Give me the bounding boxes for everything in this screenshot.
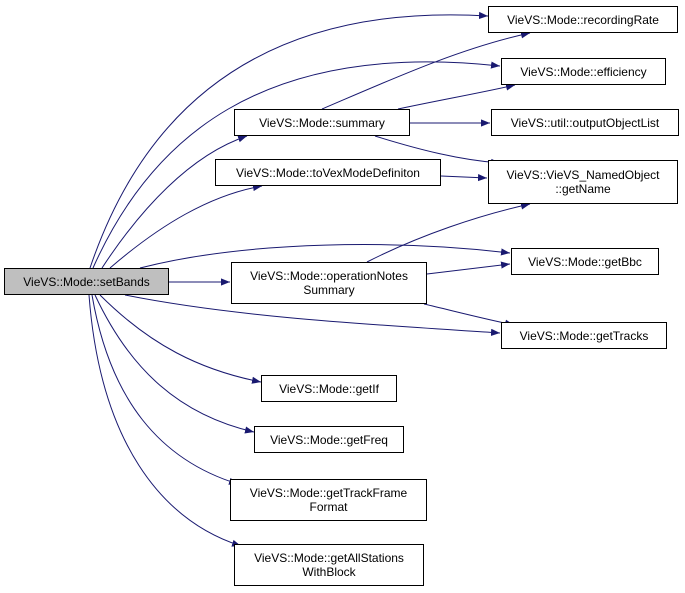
edge-setbands-to-gettrackframeformat	[91, 294, 239, 485]
edge-summary-to-efficiency	[397, 83, 516, 110]
node-operationnotessummary-label-line2: Summary	[303, 283, 355, 297]
edge-setbands-to-getif	[99, 294, 262, 384]
edge-setbands-to-tovexmodedefiniton	[109, 183, 263, 269]
node-efficiency[interactable]: VieVS::Mode::efficiency	[501, 58, 666, 85]
node-gettracks[interactable]: VieVS::Mode::getTracks	[501, 322, 667, 349]
node-getbbc-label: VieVS::Mode::getBbc	[528, 254, 642, 269]
node-gettrackframeformat-label-line2: Format	[309, 500, 348, 514]
node-efficiency-label: VieVS::Mode::efficiency	[520, 64, 647, 79]
node-gettrackframeformat-label-line1: VieVS::Mode::getTrackFrame	[249, 486, 408, 500]
edge-setbands-to-getfreq	[94, 294, 255, 434]
node-setbands-label: VieVS::Mode::setBands	[23, 274, 150, 289]
node-getif-label: VieVS::Mode::getIf	[279, 381, 379, 396]
node-operationnotessummary-label-line1: VieVS::Mode::operationNotes	[250, 269, 408, 283]
node-getallstationswithblock-label-line2: WithBlock	[302, 565, 356, 579]
node-getname[interactable]: VieVS::VieVS_NamedObject ::getName	[488, 160, 678, 204]
node-recordingrate[interactable]: VieVS::Mode::recordingRate	[488, 6, 678, 33]
node-getfreq[interactable]: VieVS::Mode::getFreq	[254, 426, 404, 453]
node-operationnotessummary[interactable]: VieVS::Mode::operationNotes Summary	[231, 262, 427, 304]
edge-tovexmodedefiniton-to-getname	[440, 174, 488, 182]
edge-setbands-to-getbbc	[139, 244, 511, 269]
edge-setbands-to-summary	[101, 135, 248, 269]
edge-summary-to-getname	[374, 135, 501, 166]
edge-setbands-to-gettracks	[124, 294, 501, 336]
node-getname-label-line1: VieVS::VieVS_NamedObject	[506, 168, 660, 182]
node-setbands: VieVS::Mode::setBands	[4, 268, 169, 295]
node-gettrackframeformat[interactable]: VieVS::Mode::getTrackFrame Format	[230, 479, 427, 521]
node-summary[interactable]: VieVS::Mode::summary	[234, 109, 410, 136]
node-getbbc[interactable]: VieVS::Mode::getBbc	[511, 248, 659, 275]
edge-operationnotessummary-to-getbbc	[426, 261, 511, 275]
node-getallstationswithblock-label-line1: VieVS::Mode::getAllStations	[254, 551, 404, 565]
edge-setbands-to-recordingrate	[89, 11, 489, 269]
edge-setbands-to-getallstationswithblock	[88, 294, 242, 547]
node-getif[interactable]: VieVS::Mode::getIf	[261, 375, 397, 402]
node-tovexmodedefiniton-label: VieVS::Mode::toVexModeDefiniton	[236, 165, 420, 180]
edge-summary-to-recordingrate	[321, 31, 531, 110]
node-tovexmodedefiniton[interactable]: VieVS::Mode::toVexModeDefiniton	[215, 159, 441, 186]
node-getfreq-label: VieVS::Mode::getFreq	[270, 432, 388, 447]
node-summary-label: VieVS::Mode::summary	[259, 115, 385, 130]
edge-operationnotessummary-to-getname	[366, 202, 531, 263]
node-recordingrate-label: VieVS::Mode::recordingRate	[507, 12, 659, 27]
node-outputobjectlist-label: VieVS::util::outputObjectList	[510, 115, 660, 130]
node-getallstationswithblock[interactable]: VieVS::Mode::getAllStations WithBlock	[234, 544, 424, 586]
edge-setbands-to-efficiency	[92, 61, 501, 269]
node-outputobjectlist[interactable]: VieVS::util::outputObjectList	[491, 109, 679, 136]
node-gettracks-label: VieVS::Mode::getTracks	[519, 328, 649, 343]
node-getname-label-line2: ::getName	[555, 182, 611, 196]
